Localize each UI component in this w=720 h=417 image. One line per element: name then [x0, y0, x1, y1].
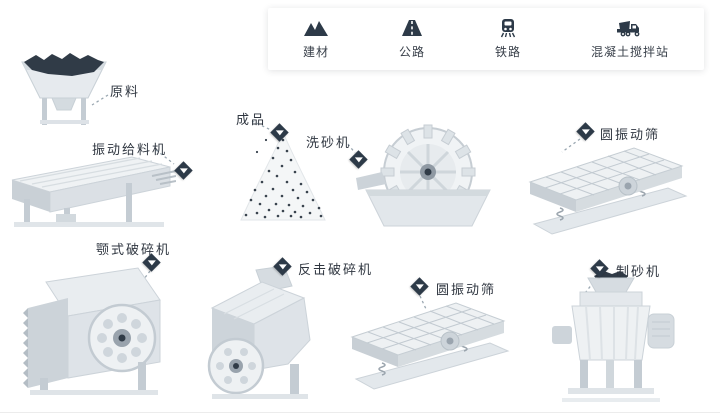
label-screen-bottom: 圆振动筛 [436, 282, 497, 297]
legend-item-highway: 公路 [399, 18, 425, 60]
legend-item-building-materials: 建材 [303, 18, 329, 60]
circular-vibrating-screen-bottom-illustration [342, 293, 517, 393]
jaw-crusher-illustration [20, 250, 170, 398]
arrow-icon [275, 129, 284, 135]
arrow-icon [415, 283, 424, 289]
label-vibrating-feeder: 振动给料机 [92, 142, 168, 157]
bottom-border-line [0, 412, 720, 413]
building-materials-icon [303, 21, 328, 36]
label-screen-top: 圆振动筛 [600, 127, 661, 142]
arrow-icon [354, 156, 363, 162]
label-finished-product: 成品 [236, 112, 267, 127]
legend-label: 建材 [302, 45, 329, 59]
arrow-icon [278, 263, 287, 269]
label-sand-maker: 制砂机 [616, 264, 662, 279]
legend-label: 公路 [398, 45, 425, 59]
highway-icon [401, 20, 422, 36]
arrow-icon [595, 265, 604, 271]
sand-washer-illustration [356, 122, 491, 234]
arrow-icon [147, 259, 156, 265]
sand-maker-illustration [534, 270, 684, 408]
circular-vibrating-screen-top-illustration [520, 138, 695, 238]
impact-crusher-illustration [190, 266, 325, 404]
vibrating-feeder-illustration [6, 150, 176, 235]
legend-label: 铁路 [494, 45, 521, 59]
legend-item-concrete-plant: 混凝土搅拌站 [591, 18, 669, 60]
label-raw-material: 原料 [110, 84, 141, 99]
arrow-icon [179, 167, 188, 173]
legend-panel: 建材 公路 铁路 [268, 8, 704, 70]
label-jaw-crusher: 颚式破碎机 [96, 242, 172, 257]
raw-material-hopper-illustration [18, 50, 110, 130]
finished-product-pile-illustration [233, 126, 333, 231]
arrow-icon [581, 128, 590, 134]
legend-label: 混凝土搅拌站 [590, 45, 669, 59]
railway-icon [500, 19, 516, 38]
label-sand-washer: 洗砂机 [306, 135, 352, 150]
label-impact-crusher: 反击破碎机 [298, 262, 374, 277]
concrete-mixing-plant-icon [616, 21, 640, 37]
legend-item-railway: 铁路 [495, 18, 521, 60]
